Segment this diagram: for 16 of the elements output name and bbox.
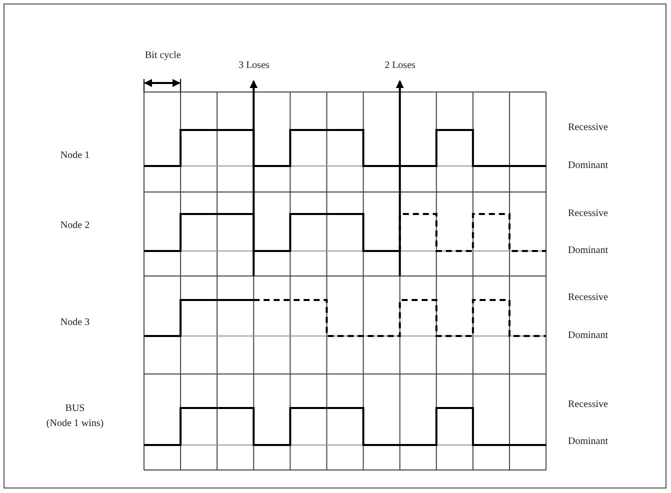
level-label: Dominant	[568, 330, 608, 342]
level-label: Recessive	[568, 122, 608, 134]
level-label: Recessive	[568, 292, 608, 304]
row-label: Node 3	[60, 317, 90, 329]
level-label: Dominant	[568, 160, 608, 172]
annotation-text: 3 Loses	[238, 60, 270, 72]
level-label: Recessive	[568, 208, 608, 220]
level-label: Dominant	[568, 245, 608, 257]
level-label: Dominant	[568, 436, 608, 448]
row-label: Node 1	[60, 150, 90, 162]
row-label: BUS	[65, 403, 85, 415]
level-label: Recessive	[568, 399, 608, 411]
annotation-text: Bit cycle	[145, 50, 181, 62]
annotation-text: 2 Loses	[384, 60, 416, 72]
row-label: (Node 1 wins)	[46, 418, 104, 430]
row-label: Node 2	[60, 220, 90, 232]
